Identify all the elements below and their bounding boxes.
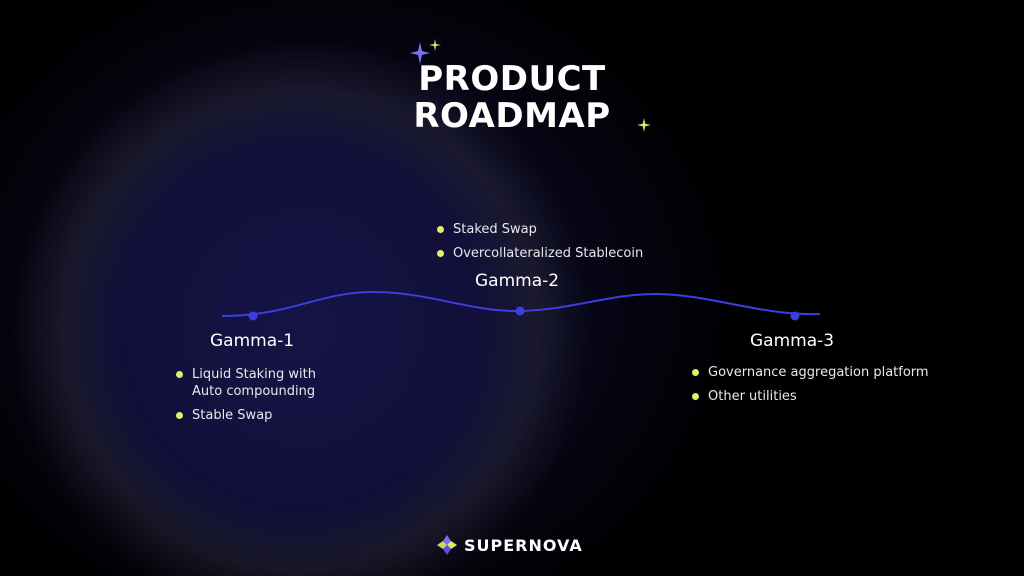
page-title-line-2: ROADMAP [413, 96, 611, 136]
supernova-logo-icon [437, 535, 457, 555]
bullet-icon [437, 226, 444, 233]
phase-label-gamma-2: Gamma-2 [475, 271, 560, 291]
list-item: Stable Swap [176, 407, 346, 424]
list-item: Governance aggregation platform [692, 364, 972, 381]
sparkle-icon [410, 39, 441, 64]
timeline-node-gamma-3 [790, 311, 800, 321]
list-item: Overcollateralized Stablecoin [437, 245, 677, 262]
list-item: Liquid Staking with Auto compounding [176, 366, 346, 400]
phase-list-gamma-2: Staked Swap Overcollateralized Stablecoi… [437, 221, 677, 269]
page-title-line-1: PRODUCT [418, 59, 606, 99]
bullet-icon [176, 412, 183, 419]
timeline-node-gamma-1 [248, 311, 258, 321]
bullet-icon [692, 393, 699, 400]
sparkle-icon [637, 118, 651, 132]
phase-label-gamma-1: Gamma-1 [210, 331, 295, 351]
timeline-node-gamma-2 [515, 306, 525, 316]
bullet-icon [692, 369, 699, 376]
list-item: Staked Swap [437, 221, 677, 238]
phase-list-gamma-3: Governance aggregation platform Other ut… [692, 364, 972, 412]
phase-label-gamma-3: Gamma-3 [750, 331, 835, 351]
bullet-icon [437, 250, 444, 257]
bullet-icon [176, 371, 183, 378]
list-item: Other utilities [692, 388, 972, 405]
phase-list-gamma-1: Liquid Staking with Auto compounding Sta… [176, 366, 346, 431]
brand-logo: SUPERNOVA [436, 534, 583, 556]
brand-name: SUPERNOVA [464, 535, 583, 555]
